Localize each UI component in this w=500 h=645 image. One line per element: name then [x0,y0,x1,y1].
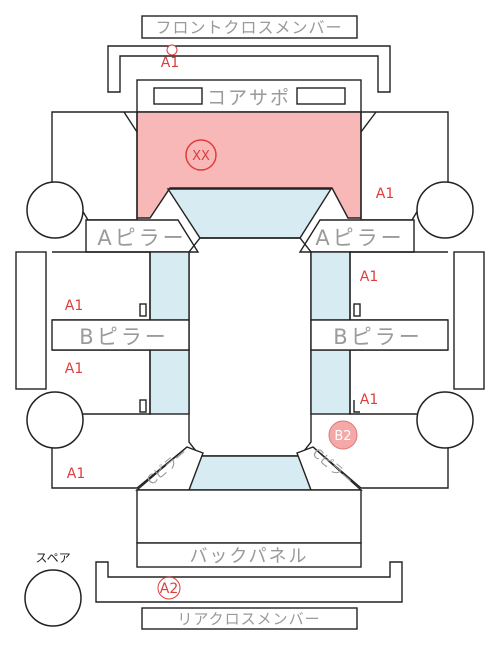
front-cross-member-label: フロントクロスメンバー [155,18,342,37]
a-pillar-left-label: Aピラー [97,226,186,250]
rear-window [188,455,312,491]
left-quarter-mark: A1 [67,466,85,482]
back-panel-label: バックパネル [189,546,308,567]
front-cross-member: フロントクロスメンバー A1 [107,15,391,93]
rear-cross-member: A2 リアクロスメンバー [95,561,403,630]
a-pillar-right-bar [298,219,415,253]
right-front-door [349,251,448,321]
right-side-sill [453,251,485,390]
right-front-door-mark: A1 [360,269,378,285]
b-pillar-left-bar [51,319,190,351]
b-pillar-left-label: Bピラー [79,325,168,349]
back-panel [136,542,362,568]
left-side-sill [15,251,47,390]
rear-cross-member-mark: A2 [160,581,178,597]
right-quarter-panel [312,414,449,489]
right-rear-door-mark: A1 [360,392,378,408]
left-front-wheel [26,181,84,239]
left-quarter-panel [51,414,188,489]
spare-tire-label: スペア [35,551,70,565]
left-front-door-mark: A1 [65,298,83,314]
hood-xx-mark: XX [192,149,210,164]
left-rear-door-mark: A1 [65,361,83,377]
right-rear-window [310,349,351,415]
cabin-outline [188,237,312,457]
right-front-fender-mark: A1 [376,186,394,202]
spare-tire [24,569,82,627]
b-pillar-right-label: Bピラー [333,325,422,349]
front-cross-member-mark: A1 [161,55,179,71]
core-support: コアサポ [136,79,362,113]
rear-cross-member-label: リアクロスメンバー [177,610,320,628]
left-front-window [149,251,190,321]
a-pillar-left-bar [85,219,200,253]
a-pillar-right-label: Aピラー [315,226,404,250]
left-rear-wheel [26,391,84,449]
left-rear-window [149,349,190,415]
core-support-label: コアサポ [207,87,291,109]
windshield [166,188,333,239]
b-pillar-right-bar [310,319,449,351]
right-rear-wheel [416,391,474,449]
right-front-window [310,251,351,321]
right-quarter-b2-mark: B2 [334,429,351,444]
right-front-wheel [416,181,474,239]
trunk [136,489,362,544]
